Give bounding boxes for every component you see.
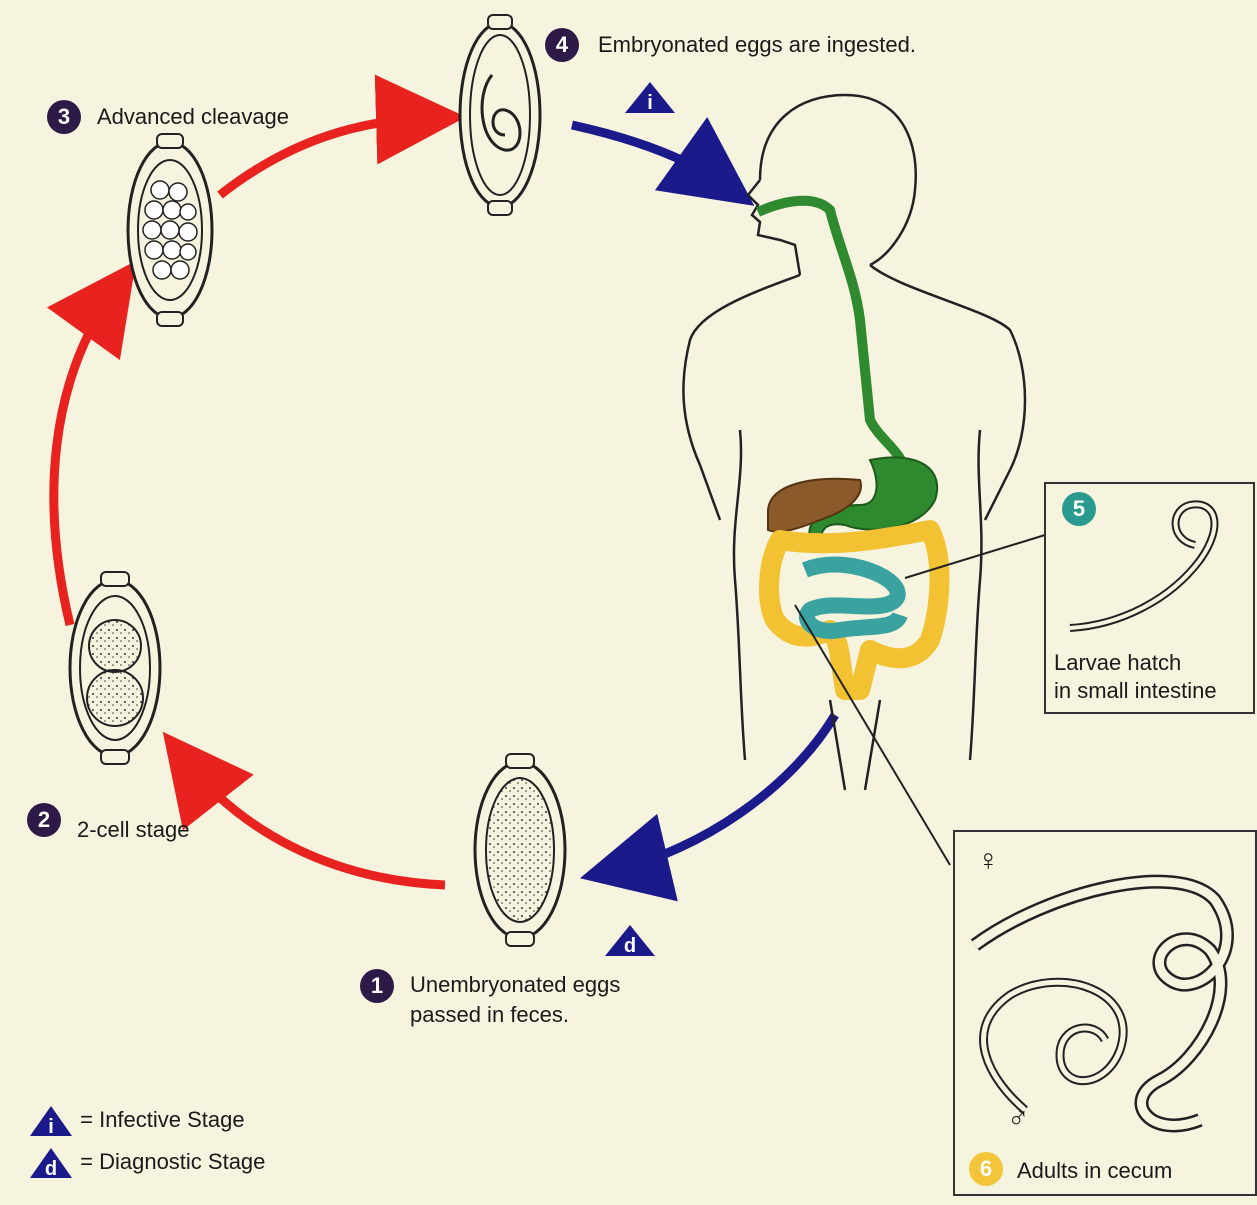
arrow-excretion	[579, 712, 839, 902]
step-2-badge: 2	[27, 803, 61, 837]
egg-icon	[458, 14, 542, 216]
step-6-label: Adults in cecum	[1017, 1158, 1173, 1183]
egg-icon	[68, 571, 162, 765]
egg-icon	[126, 133, 214, 327]
step-5-callout-box: 5 Larvae hatch in small intestine	[1044, 482, 1255, 714]
svg-text:i: i	[48, 1116, 54, 1138]
arrow-2-to-3	[46, 260, 137, 627]
legend-infective: i = Infective Stage	[28, 1104, 245, 1138]
legend-diagnostic-label: = Diagnostic Stage	[80, 1148, 266, 1174]
svg-text:d: d	[45, 1158, 57, 1180]
step-6-callout-box: ♀ ♂ 6 Adults in cecum	[953, 830, 1257, 1196]
esophagus	[755, 195, 910, 472]
infective-stage-marker: i	[30, 1106, 72, 1138]
arrow-3-to-4	[217, 74, 466, 199]
female-symbol: ♀	[977, 844, 1000, 877]
step-4-label: Embryonated eggs are ingested.	[598, 32, 916, 57]
step-5-label-line2: in small intestine	[1054, 678, 1217, 703]
larva-icon	[1069, 500, 1219, 632]
stomach	[808, 456, 939, 549]
diagnostic-stage-marker: d	[30, 1148, 72, 1180]
human-body-outline	[682, 93, 1027, 791]
liver	[767, 477, 862, 533]
arrow-ingestion	[571, 117, 755, 206]
diagnostic-stage-marker: d	[605, 925, 655, 957]
svg-text:d: d	[624, 935, 636, 957]
step-5-badge: 5	[1062, 492, 1096, 526]
step-3-label: Advanced cleavage	[97, 104, 290, 129]
step-3-badge: 3	[47, 100, 81, 134]
adult-worm-icon	[970, 874, 1234, 1133]
arrow-1-to-2	[162, 731, 446, 890]
infective-stage-marker: i	[625, 82, 675, 114]
step-1-label-line1: Unembryonated eggs	[410, 972, 621, 997]
step-4-badge: 4	[545, 28, 579, 62]
legend-diagnostic: d = Diagnostic Stage	[28, 1146, 265, 1180]
svg-text:i: i	[647, 92, 653, 114]
legend-infective-label: = Infective Stage	[80, 1106, 245, 1132]
step-5-label-line1: Larvae hatch	[1054, 650, 1182, 675]
male-symbol: ♂	[1007, 1102, 1030, 1135]
colon	[758, 520, 950, 700]
small-intestine	[798, 556, 908, 639]
egg-icon	[473, 753, 567, 947]
step-6-badge: 6	[969, 1152, 1003, 1186]
step-1-label-line2: passed in feces.	[410, 1002, 569, 1027]
step-2-label: 2-cell stage	[77, 817, 190, 842]
step-1-badge: 1	[360, 969, 394, 1003]
